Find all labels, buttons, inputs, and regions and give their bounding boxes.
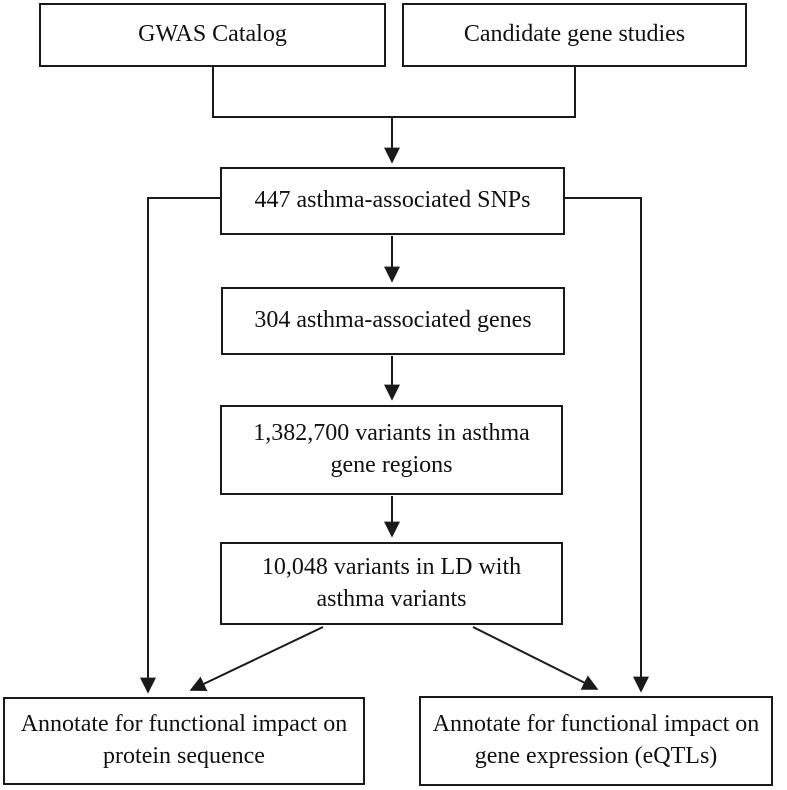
connector-ld-to-protein-arrow — [189, 626, 324, 692]
box-variants-in-ld-label: 10,048 variants in LD with asthma varian… — [261, 553, 522, 612]
box-gwas-catalog: GWAS Catalog — [39, 3, 386, 67]
connector-top-merge — [212, 67, 576, 118]
box-asthma-associated-genes: 304 asthma-associated genes — [221, 287, 565, 355]
box-annotate-protein-sequence-label: Annotate for functional impact on protei… — [20, 711, 348, 769]
connector-snps-to-eqtl-bracket — [565, 197, 649, 693]
box-candidate-gene-studies-label: Candidate gene studies — [463, 21, 686, 48]
box-asthma-associated-genes-label: 304 asthma-associated genes — [254, 307, 532, 334]
box-annotate-gene-expression-label: Annotate for functional impact on gene e… — [432, 711, 760, 769]
box-variants-in-ld: 10,048 variants in LD with asthma varian… — [220, 542, 563, 625]
box-variants-in-gene-regions: 1,382,700 variants in asthma gene region… — [220, 405, 563, 495]
box-annotate-protein-sequence: Annotate for functional impact on protei… — [3, 697, 365, 785]
box-variants-in-gene-regions-label: 1,382,700 variants in asthma gene region… — [253, 420, 530, 478]
box-candidate-gene-studies: Candidate gene studies — [402, 3, 747, 67]
connector-snps-to-protein-bracket — [140, 197, 220, 694]
connector-ld-to-eqtl-arrow — [472, 626, 599, 690]
box-annotate-gene-expression: Annotate for functional impact on gene e… — [419, 696, 773, 786]
box-asthma-associated-snps: 447 asthma-associated SNPs — [220, 167, 565, 235]
box-gwas-catalog-label: GWAS Catalog — [138, 21, 287, 48]
box-asthma-associated-snps-label: 447 asthma-associated SNPs — [254, 187, 531, 214]
